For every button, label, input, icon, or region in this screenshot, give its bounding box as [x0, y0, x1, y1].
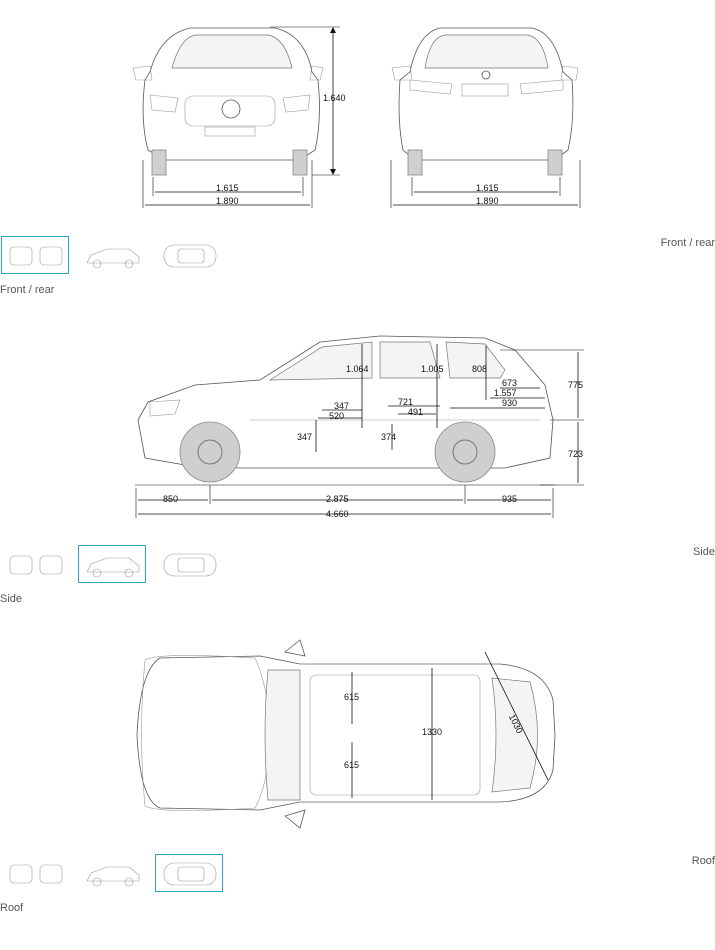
side-caption: Side [0, 593, 23, 605]
front-width-dimensions: 1.615 1.890 [142, 160, 313, 208]
front-rear-drawing: 1.640 1.615 1.890 [132, 26, 581, 208]
thumb-side[interactable] [78, 236, 146, 274]
side-thumbnail-bar [0, 545, 230, 585]
thumb-front-rear[interactable] [1, 236, 69, 274]
roof-thumbnail-bar [0, 854, 230, 894]
front-rear-title: Front / rear [660, 237, 715, 249]
cargo-height-label: 808 [472, 364, 487, 374]
front-rear-thumbnail-bar [0, 236, 230, 276]
thumb-front-rear[interactable] [1, 854, 69, 892]
rear-upper-height-label: 775 [568, 380, 583, 390]
side-drawing: 1.064 1.005 808 673 1.557 930 347 520 72… [135, 335, 584, 519]
side-section: 1.064 1.005 808 673 1.557 930 347 520 72… [0, 320, 715, 620]
cargo-1557-label: 1.557 [494, 388, 517, 398]
rear-width-label: 1.890 [476, 196, 499, 206]
length-label: 4.660 [326, 509, 349, 519]
seat-520-label: 520 [329, 411, 344, 421]
thumb-roof[interactable] [155, 854, 223, 892]
roof-caption: Roof [0, 902, 24, 914]
front-track-label: 1.615 [216, 183, 239, 193]
rear-721-label: 721 [398, 397, 413, 407]
front-view-car [132, 27, 324, 176]
roof-title: Roof [691, 855, 715, 867]
front-overhang-label: 850 [163, 494, 178, 504]
thumb-side[interactable] [78, 545, 146, 583]
seat-374-label: 374 [381, 432, 396, 442]
rear-491-label: 491 [408, 407, 423, 417]
thumb-side[interactable] [78, 854, 146, 892]
side-title: Side [692, 546, 715, 558]
side-interior-dimensions: 1.064 1.005 808 673 1.557 930 347 520 72… [297, 344, 545, 452]
roof-drawing: 615 615 1330 1030 [136, 639, 556, 829]
cargo-673-label: 673 [502, 378, 517, 388]
seat-347b-label: 347 [297, 432, 312, 442]
front-width-label: 1.890 [216, 196, 239, 206]
front-height-dimension: 1.640 [270, 26, 346, 176]
front-rear-caption: Front / rear [0, 284, 55, 296]
side-height-dimensions: 775 723 [500, 349, 584, 486]
seat-347a-label: 347 [334, 401, 349, 411]
roof-interior-1330-label: 1330 [422, 727, 442, 737]
thumb-roof[interactable] [155, 236, 223, 274]
side-view-car [135, 335, 555, 486]
roof-front-615-label: 615 [344, 692, 359, 702]
thumb-roof[interactable] [155, 545, 223, 583]
front-height-label: 1.640 [323, 93, 346, 103]
cargo-930-label: 930 [502, 398, 517, 408]
side-length-dimensions: 850 2.875 935 4.660 [135, 485, 554, 519]
rear-track-label: 1.615 [476, 183, 499, 193]
wheelbase-label: 2.875 [326, 494, 349, 504]
roof-rear-615-label: 615 [344, 760, 359, 770]
front-headroom-label: 1.064 [346, 364, 369, 374]
front-rear-section: 1.640 1.615 1.890 [0, 0, 715, 300]
roof-section: 615 615 1330 1030 Roof Roof [0, 630, 715, 930]
rear-headroom-label: 1.005 [421, 364, 444, 374]
rear-width-dimensions: 1.615 1.890 [390, 160, 581, 208]
rear-overhang-label: 935 [502, 494, 517, 504]
roof-view-car [136, 639, 556, 829]
rear-view-car [391, 27, 579, 176]
rear-lower-height-label: 723 [568, 449, 583, 459]
thumb-front-rear[interactable] [1, 545, 69, 583]
